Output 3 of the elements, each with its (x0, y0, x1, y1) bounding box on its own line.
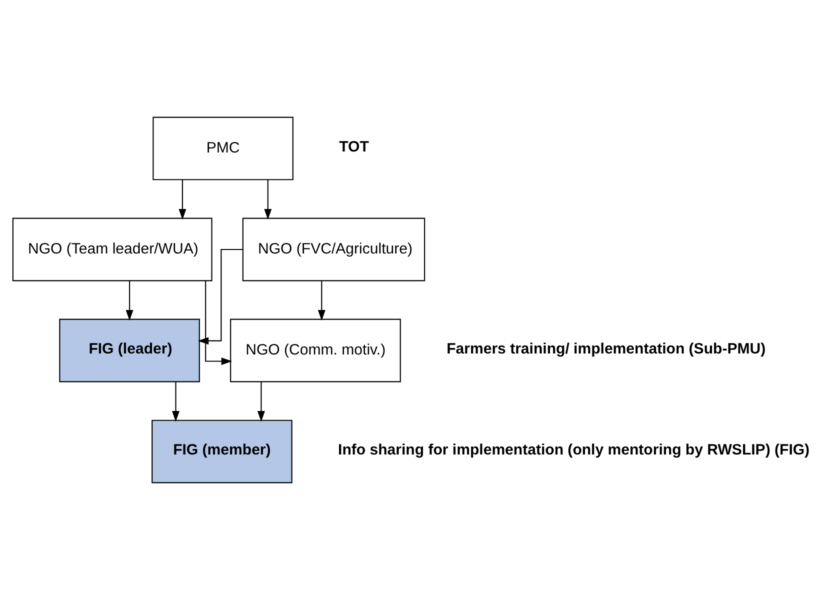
label: Farmers training/ implementation (Sub-PMU) (446, 340, 766, 357)
label: Info sharing for implementation (only mentoring by RWSLIP) (FIG) (338, 440, 810, 458)
label: TOT (339, 138, 369, 155)
